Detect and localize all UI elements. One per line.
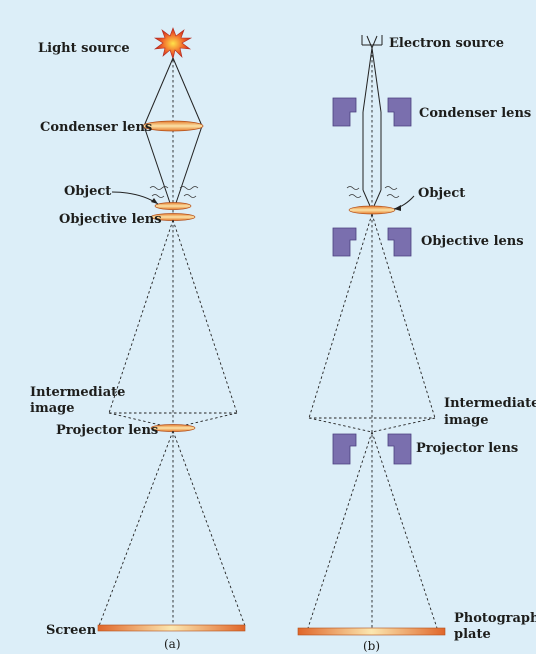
- beam-b-right-upper: [371, 47, 382, 113]
- objective-magnet-left: [332, 227, 357, 257]
- object-arrowhead-b: [394, 205, 401, 211]
- electron-microscope-panel: Electron source Condenser lens Object Ob…: [297, 35, 536, 653]
- cone-a-left: [108, 219, 174, 414]
- intermediate-converge-a-right: [172, 412, 238, 429]
- scatter-wave-a1: [149, 186, 169, 190]
- cone-b-right: [371, 213, 436, 419]
- cone-b-left: [308, 213, 373, 419]
- condenser-label-a: Condenser lens: [40, 120, 152, 135]
- plate-cone-b-left: [307, 431, 373, 629]
- objective-label-b: Objective lens: [421, 234, 524, 249]
- intermediate-label-a-line1: Intermediate: [30, 385, 125, 400]
- objective-label-a: Objective lens: [59, 212, 162, 227]
- projector-label-a: Projector lens: [56, 423, 158, 438]
- beam-b-left-focus: [362, 189, 371, 207]
- projector-magnet-left: [332, 433, 357, 465]
- plate-label-line1: Photographic: [454, 611, 536, 626]
- intermediate-label-a-line2: image: [30, 401, 74, 416]
- caption-b: (b): [363, 639, 380, 653]
- object-label-b: Object: [418, 186, 465, 201]
- light-microscope-panel: Light source Condenser lens Object Objec…: [30, 27, 246, 651]
- scatter-wave-b4: [386, 194, 400, 198]
- screen-label: Screen: [46, 623, 97, 638]
- plate-cone-b-right: [371, 431, 438, 629]
- ray-a-right-upper: [172, 57, 203, 127]
- projector-magnet-right: [387, 433, 412, 465]
- scatter-wave-a4: [183, 194, 197, 198]
- intermediate-converge-b-left: [308, 417, 373, 433]
- intermediate-converge-a-left: [108, 412, 174, 429]
- scatter-wave-a3: [179, 186, 199, 190]
- intermediate-converge-b-right: [371, 417, 436, 433]
- beam-b-left-upper: [362, 47, 373, 113]
- objective-magnet-right: [387, 227, 412, 257]
- intermediate-label-b-line2: image: [444, 413, 488, 428]
- condenser-magnet-right: [387, 97, 412, 127]
- object-label-a: Object: [64, 184, 111, 199]
- projector-label-b: Projector lens: [416, 441, 518, 456]
- cone-a-right: [172, 219, 238, 414]
- ray-a-left-upper: [143, 57, 174, 127]
- scatter-wave-b2: [348, 194, 362, 198]
- caption-a: (a): [164, 637, 181, 651]
- viewing-screen: [97, 624, 246, 632]
- light-source-label: Light source: [38, 41, 130, 56]
- beam-b-right-focus: [373, 189, 382, 207]
- object-specimen-a: [154, 202, 192, 210]
- scatter-wave-b1: [346, 186, 360, 190]
- scatter-wave-b3: [384, 186, 398, 190]
- condenser-label-b: Condenser lens: [419, 106, 531, 121]
- electron-source-label: Electron source: [389, 36, 504, 51]
- condenser-lens-a: [142, 120, 204, 132]
- object-specimen-b: [348, 205, 396, 215]
- condenser-magnet-left: [332, 97, 357, 127]
- intermediate-label-b-line1: Intermediate: [444, 396, 536, 411]
- scatter-wave-a2: [151, 194, 165, 198]
- object-arrowhead-a: [151, 198, 158, 204]
- photographic-plate: [297, 627, 446, 636]
- ray-a-left-lower: [143, 125, 171, 204]
- ray-a-right-lower: [175, 125, 203, 204]
- plate-label-line2: plate: [454, 627, 491, 642]
